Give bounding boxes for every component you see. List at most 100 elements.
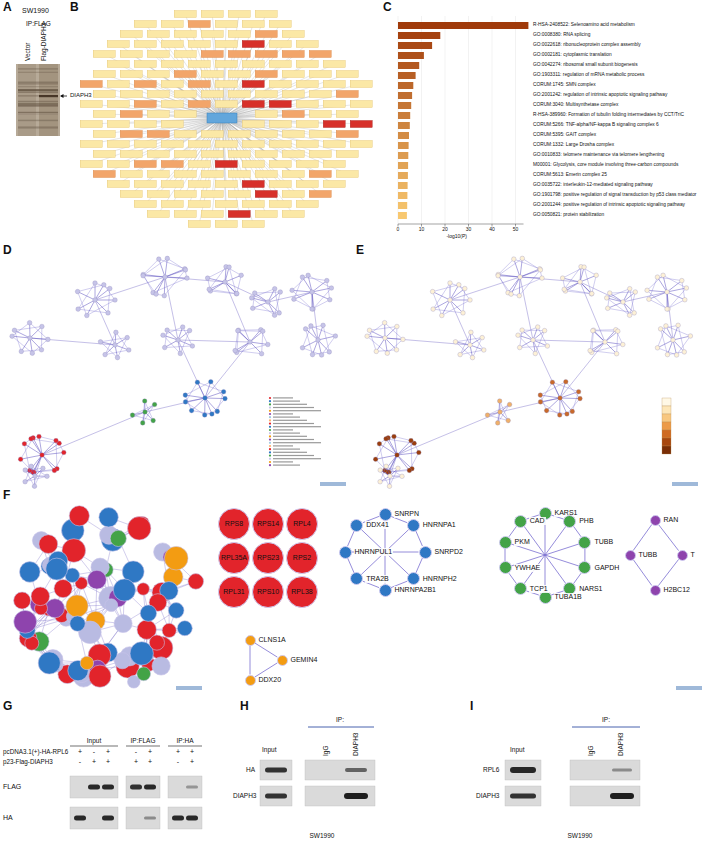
network-link	[185, 395, 205, 398]
bar	[398, 122, 410, 129]
protein-box	[147, 91, 169, 98]
label: DIAPH3	[352, 733, 359, 756]
interaction-line	[118, 84, 222, 118]
label: DIAPH3	[617, 733, 624, 756]
protein-box	[174, 91, 196, 98]
legend-dot	[269, 407, 271, 409]
node-label: RPS23	[257, 554, 279, 562]
protein-node: GEMIN4	[277, 655, 288, 666]
protein-box	[228, 191, 250, 198]
gel-band	[18, 120, 58, 122]
term-node	[40, 324, 45, 329]
protein-node: RPL4	[286, 508, 318, 540]
gel-band	[18, 126, 58, 128]
term-node	[277, 311, 282, 316]
protein-box	[296, 181, 318, 188]
protein-box	[93, 111, 115, 118]
panel-letter: I	[470, 700, 473, 713]
sign: +	[78, 748, 82, 756]
network-link	[143, 259, 159, 274]
term-node	[23, 468, 28, 473]
network-link	[560, 392, 579, 398]
network-link	[39, 436, 56, 440]
legend-entry	[273, 426, 321, 427]
protein-box	[269, 21, 291, 28]
protein-box	[174, 71, 196, 78]
protein-box	[201, 11, 223, 18]
protein-node: RAN	[650, 515, 661, 526]
term-node	[22, 442, 27, 447]
legend-dot	[269, 451, 271, 453]
network-link	[450, 285, 459, 300]
term-node	[497, 399, 502, 404]
legend-dot	[269, 445, 271, 447]
network-link	[14, 330, 30, 338]
network-link	[165, 258, 167, 277]
protein-node	[14, 610, 37, 633]
term-node	[183, 268, 188, 273]
term-node	[52, 468, 57, 473]
node-label: GAPDH	[593, 564, 620, 572]
network-link	[564, 282, 580, 289]
network-link	[649, 292, 667, 299]
blot-image	[570, 760, 640, 780]
protein-box	[336, 111, 358, 118]
network-link	[205, 398, 217, 411]
legend-dot	[269, 400, 271, 402]
network-link	[192, 411, 212, 414]
legend-entry	[273, 442, 321, 443]
term-node	[633, 290, 638, 295]
term-label: M00001: Glycolysis, core module involvin…	[533, 162, 678, 167]
protein-node: T	[677, 550, 688, 561]
color-scale	[662, 398, 671, 406]
bar	[398, 52, 424, 59]
interaction-line	[222, 74, 347, 118]
protein-box	[80, 161, 102, 168]
protein-box	[174, 191, 196, 198]
protein-node	[99, 508, 118, 527]
term-node	[570, 409, 575, 414]
network-link	[518, 327, 538, 335]
protein-box	[282, 91, 304, 98]
protein-box	[323, 101, 345, 108]
protein-box	[296, 61, 318, 68]
protein-box	[93, 71, 115, 78]
protein-box	[242, 41, 264, 48]
term-node	[303, 327, 308, 332]
protein-box	[161, 121, 183, 128]
term-node	[560, 276, 565, 281]
network-link	[33, 455, 42, 472]
protein-box	[93, 171, 115, 178]
network-link	[541, 398, 560, 402]
protein-node: RPS23	[252, 542, 284, 574]
term-node	[632, 311, 637, 316]
network-edge	[658, 524, 678, 550]
blot-band	[612, 769, 632, 772]
legend-dot	[269, 413, 271, 415]
term-node	[373, 457, 378, 462]
label: SW1990	[310, 832, 335, 839]
protein-box	[309, 131, 331, 138]
term-label: GO:0050821: protein stabilization	[533, 212, 604, 217]
term-node	[582, 265, 587, 270]
legend-entry	[273, 420, 307, 421]
protein-node: RPS14	[252, 508, 284, 540]
network-link	[433, 285, 459, 292]
node-label: NARS1	[578, 585, 603, 593]
protein-box	[134, 201, 156, 208]
protein-node: RPS8	[218, 508, 250, 540]
protein-box	[228, 71, 250, 78]
term-node	[300, 346, 305, 351]
node-label: CLNS1A	[258, 636, 287, 644]
network-link	[294, 277, 303, 299]
protein-box	[134, 121, 156, 128]
protein-box	[242, 101, 264, 108]
network-link	[409, 452, 418, 470]
network-link	[238, 329, 260, 331]
node-label: RPS2	[293, 554, 311, 562]
protein-box	[215, 61, 237, 68]
node-label: CAD	[529, 517, 546, 525]
protein-node: CAD	[514, 515, 527, 528]
network-link	[560, 382, 566, 398]
